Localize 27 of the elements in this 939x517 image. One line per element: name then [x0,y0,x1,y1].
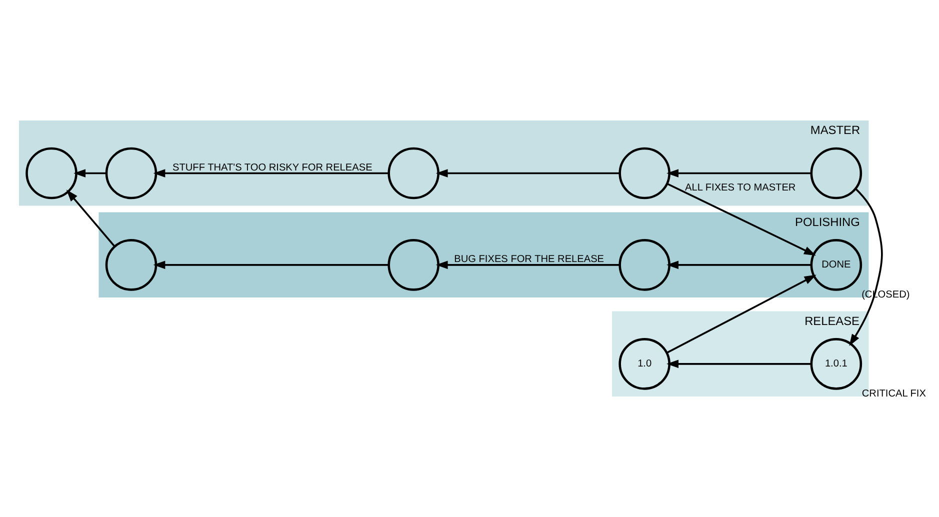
node-circle: 1.0 [618,338,670,390]
edge-label: STUFF THAT'S TOO RISKY FOR RELEASE [172,162,372,174]
node-circle [810,147,862,200]
node-circle [105,239,158,291]
node-circle [618,147,670,200]
node-circle: 1.0.1 [810,338,862,390]
arrow [666,169,812,178]
edge-label: BUG FIXES FOR THE RELEASE [454,254,604,265]
arrow [666,274,816,354]
arrow [849,188,883,346]
node-circle: DONE [810,239,862,291]
arrow [436,169,620,178]
arrow [153,169,389,178]
arrow [66,190,116,247]
node-circle [618,239,670,291]
arrow [153,260,389,270]
edge-label: ALL FIXES TO MASTER [685,182,796,194]
node-circle [388,239,440,291]
node-circle [388,147,440,200]
arrow [666,260,812,270]
node-label: CRITICAL FIX [862,388,926,400]
arrow [436,260,620,270]
arrow [74,169,106,178]
node-circle [26,147,78,200]
node-circle [105,147,158,200]
arrow [666,182,816,256]
arrow [666,360,812,368]
